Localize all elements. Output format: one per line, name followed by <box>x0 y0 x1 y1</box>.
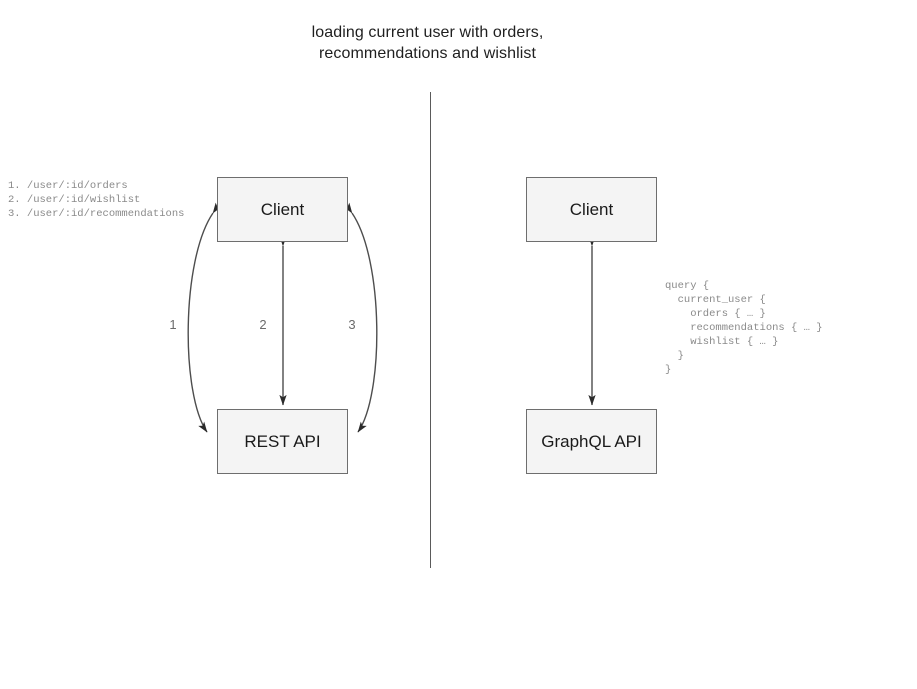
node-rest-api[interactable]: REST API <box>217 409 348 474</box>
node-graphql-client[interactable]: Client <box>526 177 657 242</box>
rest-endpoint-list: 1. /user/:id/orders 2. /user/:id/wishlis… <box>8 180 185 220</box>
edge-rest-1 <box>187 202 222 433</box>
page-title: loading current user with orders, recomm… <box>311 24 544 62</box>
edge-label-1: 1 <box>169 317 177 332</box>
edge-label-2: 2 <box>259 317 267 332</box>
graphql-query-block: query { current_user { orders { … } reco… <box>665 280 823 376</box>
node-rest-client[interactable]: Client <box>217 177 348 242</box>
vertical-divider <box>430 92 431 568</box>
node-graphql-api[interactable]: GraphQL API <box>526 409 657 474</box>
edge-label-3: 3 <box>348 317 356 332</box>
